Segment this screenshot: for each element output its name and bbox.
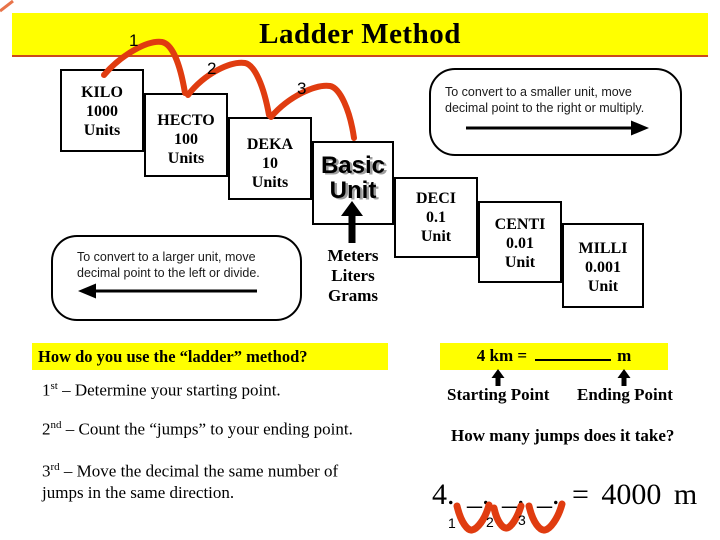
caption-line: Liters <box>331 266 375 285</box>
step-ordinal: 2 <box>42 419 51 439</box>
box-line: Unit <box>329 177 377 204</box>
howto-step-3: 3rd – Move the decimal the same number o… <box>42 457 364 503</box>
box-line: CENTI <box>494 216 546 233</box>
box-line: Unit <box>587 278 619 295</box>
box-line: 0.1 <box>426 209 446 226</box>
box-line: Units <box>83 122 121 139</box>
example-problem: 4 km = m <box>440 343 668 370</box>
ladder-box-hecto: HECTO 100 Units <box>144 93 228 177</box>
jumps-question: How many jumps does it take? <box>451 426 675 445</box>
step-ordinal-suffix: rd <box>50 461 60 473</box>
howto-step-2: 2nd – Count the “jumps” to your ending p… <box>42 415 353 440</box>
equation-jump-number-3: 3 <box>518 512 526 528</box>
box-line: Units <box>167 150 205 167</box>
starting-point-label: Starting Point <box>447 385 550 404</box>
ladder-box-milli: MILLI 0.001 Unit <box>562 223 644 308</box>
callout-smaller-unit: To convert to a smaller unit, move decim… <box>429 68 682 156</box>
ladder-box-deka: DEKA 10 Units <box>228 117 312 200</box>
step-ordinal-suffix: st <box>50 380 58 392</box>
box-line: Units <box>251 174 289 191</box>
callout-text: decimal point to the right or multiply. <box>445 101 645 115</box>
equation-jump-number-2: 2 <box>486 514 494 530</box>
box-line: 10 <box>262 155 278 172</box>
problem-suffix: m <box>617 346 632 365</box>
caption-line: Grams <box>327 286 379 305</box>
jump-label-3: 3 <box>297 79 307 98</box>
caption-line: Meters <box>327 246 379 265</box>
box-line: 1000 <box>86 103 118 120</box>
box-line: DEKA <box>246 136 294 153</box>
box-line: 100 <box>174 131 198 148</box>
jump-label-2: 2 <box>207 59 217 78</box>
box-line: MILLI <box>578 240 628 257</box>
box-line: KILO <box>81 84 123 101</box>
step-text: – Count the “jumps” to your ending point… <box>61 419 353 439</box>
ladder-box-kilo: KILO 1000 Units <box>60 69 144 152</box>
box-line: Unit <box>420 228 452 245</box>
starting-point-arrow-icon <box>491 369 505 386</box>
jump-label-1: 1 <box>129 31 139 50</box>
step-text: – Move the decimal the same number of ju… <box>42 461 339 502</box>
ending-point-label: Ending Point <box>577 385 673 404</box>
howto-heading: How do you use the “ladder” method? <box>32 343 388 370</box>
step-ordinal-suffix: nd <box>50 419 62 431</box>
callout-text: To convert to a larger unit, move <box>77 250 256 264</box>
equation-jump-number-1: 1 <box>448 515 456 531</box>
box-line: DECI <box>415 190 456 207</box>
step-ordinal: 3 <box>42 461 51 481</box>
ladder-box-centi: CENTI 0.01 Unit <box>478 201 562 283</box>
box-line: Unit <box>504 254 536 271</box>
box-line: 0.001 <box>585 259 621 276</box>
corner-mark-icon <box>0 0 14 13</box>
title-bar: Ladder Method <box>12 13 708 57</box>
box-line: Basic <box>320 152 386 179</box>
page-title: Ladder Method <box>259 18 461 50</box>
ending-point-arrow-icon <box>617 369 631 386</box>
step-ordinal: 1 <box>42 380 51 400</box>
basic-unit-caption: Meters Liters Grams <box>312 246 394 306</box>
worked-equation: 4. _. _. _. = 4000 m <box>432 478 698 511</box>
answer-blank-line <box>535 344 612 361</box>
ladder-box-basic-unit: Basic Unit <box>312 141 394 225</box>
ladder-box-deci: DECI 0.1 Unit <box>394 177 478 258</box>
callout-text: decimal point to the left or divide. <box>77 266 260 280</box>
problem-prefix: 4 km = <box>476 346 528 365</box>
box-line: HECTO <box>157 112 215 129</box>
box-line: 0.01 <box>506 235 534 252</box>
howto-step-1: 1st – Determine your starting point. <box>42 376 281 401</box>
callout-larger-unit: To convert to a larger unit, move decima… <box>51 235 302 321</box>
step-text: – Determine your starting point. <box>57 380 281 400</box>
callout-text: To convert to a smaller unit, move <box>445 85 632 99</box>
